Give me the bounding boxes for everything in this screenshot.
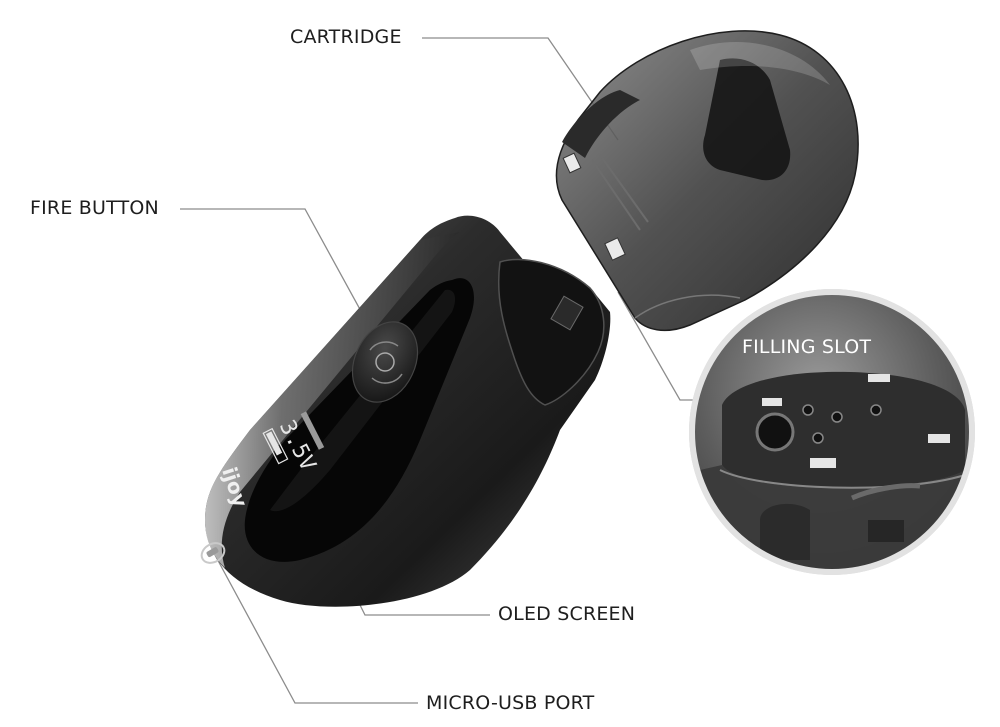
cartridge-chimney bbox=[703, 58, 791, 181]
label-oled-screen: OLED SCREEN bbox=[498, 603, 636, 625]
filling-hole-a bbox=[802, 404, 814, 416]
micro-usb-port bbox=[200, 542, 226, 564]
zoom-clip-left bbox=[762, 398, 782, 406]
cartridge bbox=[555, 30, 859, 332]
receptacle-contact bbox=[550, 295, 584, 331]
device-body bbox=[205, 215, 611, 607]
zoom-clip-right bbox=[928, 434, 950, 443]
oled-battery-icon bbox=[262, 427, 289, 465]
pod-receptacle bbox=[497, 258, 605, 406]
zoom-frame bbox=[689, 289, 975, 575]
zoom-cutout bbox=[760, 503, 810, 560]
oled-status-bar bbox=[300, 411, 325, 450]
leader-line-micro-usb bbox=[214, 554, 418, 704]
zoom-cartridge-top bbox=[722, 371, 965, 488]
leader-line-fire-button bbox=[180, 208, 386, 356]
filling-hole-c bbox=[870, 404, 882, 416]
filling-hole-main bbox=[755, 412, 795, 452]
zoom-clip-front bbox=[810, 458, 836, 468]
cartridge-shell bbox=[555, 30, 859, 332]
filling-hole-b bbox=[831, 411, 843, 423]
label-cartridge: CARTRIDGE bbox=[290, 26, 402, 48]
label-filling-slot: FILLING SLOT bbox=[742, 336, 872, 358]
filling-slot-zoom bbox=[689, 289, 975, 575]
fire-button-ring-icon bbox=[369, 341, 403, 384]
zoom-clip-top bbox=[868, 374, 890, 382]
zoom-bottom-block bbox=[868, 520, 904, 542]
fire-button bbox=[351, 321, 419, 403]
label-micro-usb-port: MICRO-USB PORT bbox=[426, 692, 595, 714]
oled-battery-fill bbox=[265, 431, 283, 456]
label-fire-button: FIRE BUTTON bbox=[30, 197, 159, 219]
cartridge-bottom-ridge bbox=[634, 294, 741, 319]
cartridge-rim bbox=[562, 90, 640, 158]
zoom-brand-mark bbox=[850, 483, 921, 501]
fire-button-icon bbox=[375, 352, 395, 372]
cartridge-slot-lower bbox=[604, 237, 626, 261]
cartridge-highlight bbox=[690, 42, 830, 85]
filling-hole-d bbox=[812, 432, 824, 444]
cartridge-slot-upper bbox=[562, 152, 582, 174]
zoom-front-bevel bbox=[719, 469, 966, 489]
cartridge-logo-mark bbox=[591, 154, 649, 231]
